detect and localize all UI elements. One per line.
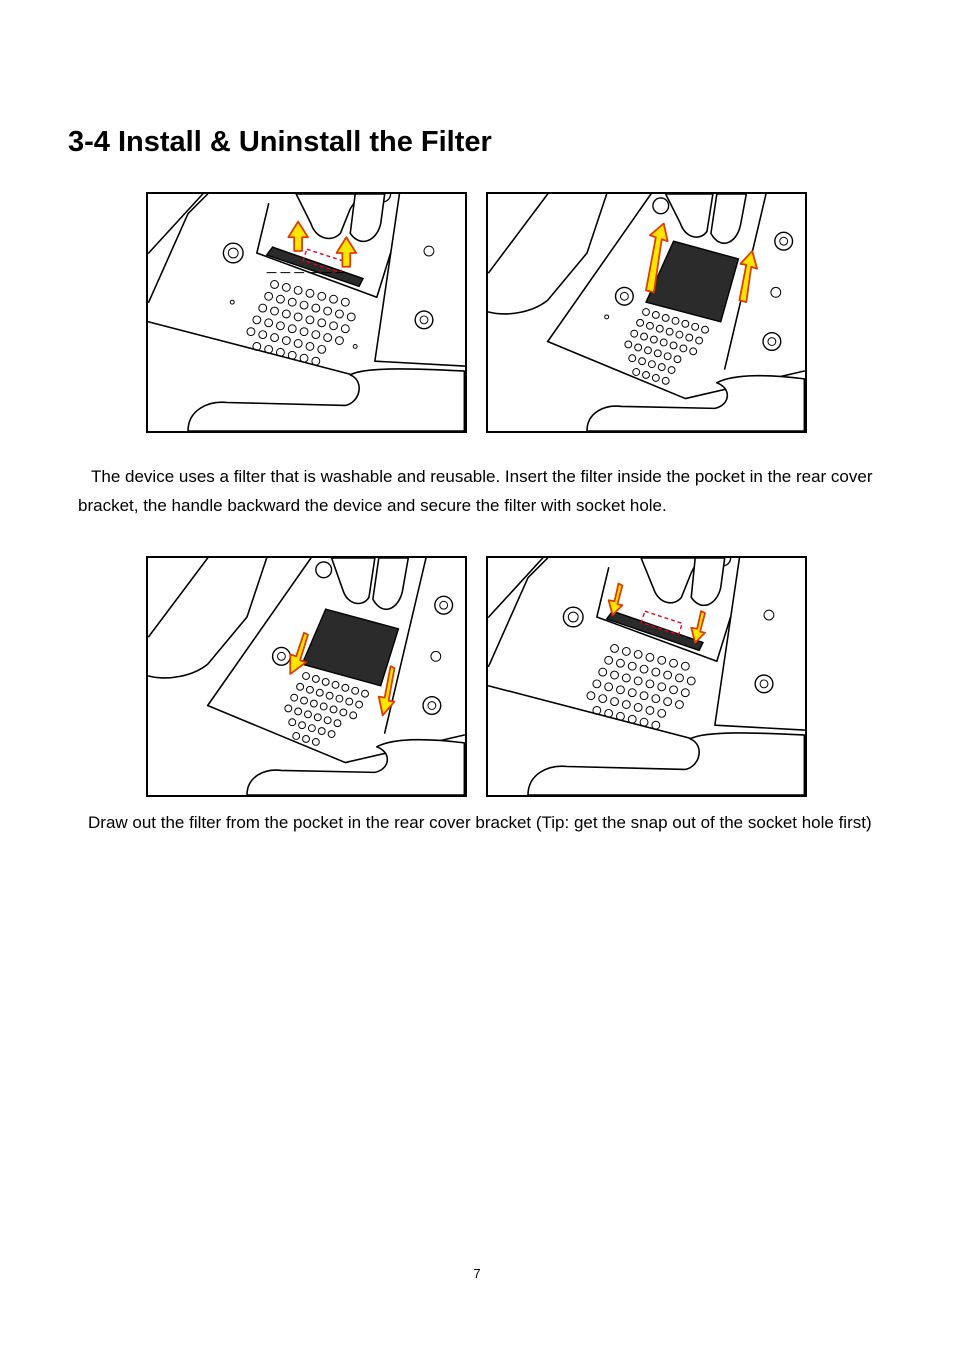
arrow-down-icon [377, 665, 396, 717]
filter-lifting-arrows-up-illustration [488, 194, 805, 431]
illustration-install-step-2 [486, 192, 807, 433]
arrow-up-icon [738, 250, 759, 304]
illustration-uninstall-step-2 [486, 556, 807, 797]
filter-seated-arrows-down-illustration [488, 558, 805, 795]
arrow-down-icon [607, 582, 624, 616]
illustration-uninstall-step-1 [146, 556, 467, 797]
page-number: 7 [473, 1266, 481, 1281]
arrow-up-icon [335, 236, 358, 268]
uninstall-instructions-paragraph: Draw out the filter from the pocket in t… [88, 813, 872, 832]
arrow-up-icon [645, 222, 669, 294]
filter-seated-arrows-up-illustration [148, 194, 465, 431]
arrow-down-icon [289, 631, 309, 675]
arrow-up-icon [287, 220, 309, 252]
section-title: 3-4 Install & Uninstall the Filter [68, 126, 492, 158]
arrow-down-icon [690, 610, 706, 644]
illustration-install-step-1 [146, 192, 467, 433]
filter-removing-arrows-down-illustration [148, 558, 465, 795]
install-instructions-paragraph: The device uses a filter that is washabl… [78, 467, 873, 515]
